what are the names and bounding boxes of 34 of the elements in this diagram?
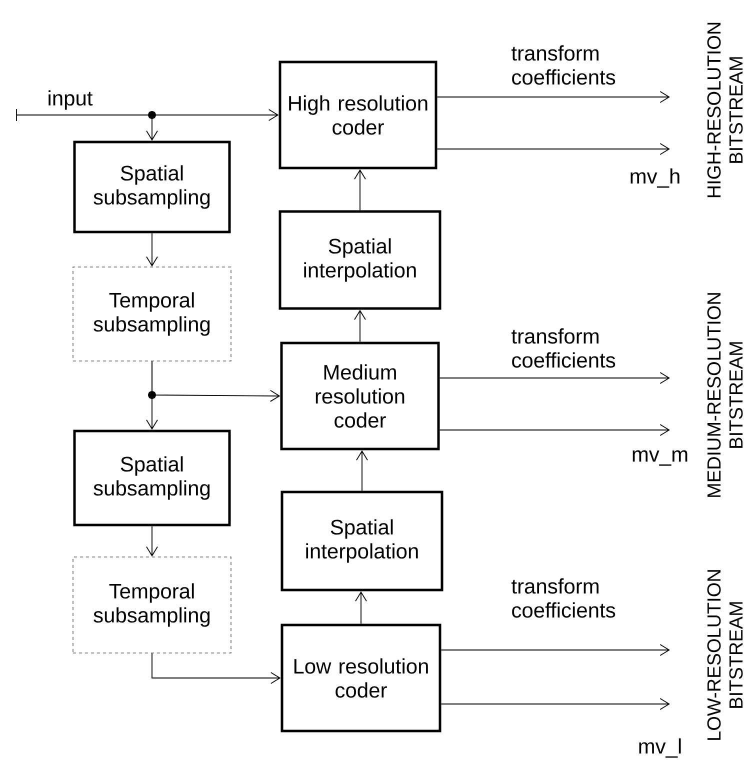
- process-box: Spatial interpolation: [278, 210, 442, 310]
- arrow: [440, 698, 670, 710]
- arrow: [436, 91, 670, 103]
- process-box: Spatial subsampling: [73, 430, 231, 526]
- edge-label: transform coefficients: [512, 45, 616, 85]
- arrow: [354, 169, 366, 211]
- edge-label: mv_h: [630, 168, 680, 188]
- edge-label: mv_l: [639, 738, 681, 758]
- arrow: [354, 310, 366, 342]
- process-box: High resolution coder: [278, 60, 438, 170]
- bitstream-label: MEDIUM-RESOLUTION BITSTREAM: [707, 293, 743, 497]
- arrow: [439, 372, 670, 384]
- arrow: [440, 644, 670, 656]
- process-box: Medium resolution coder: [280, 342, 440, 450]
- edge-label: mv_m: [632, 450, 688, 466]
- arrow: [152, 652, 281, 684]
- bitstream-label: LOW-RESOLUTION BITSTREAM: [707, 570, 743, 740]
- dashed-process-box: Temporal subsampling: [72, 556, 232, 654]
- arrow: [439, 424, 670, 436]
- bitstream-label: HIGH-RESOLUTION BITSTREAM: [707, 22, 743, 198]
- process-box: Low resolution coder: [280, 624, 442, 732]
- arrow: [436, 143, 670, 155]
- dashed-process-box: Temporal subsampling: [72, 266, 232, 362]
- arrow: [146, 526, 158, 557]
- process-box: Spatial interpolation: [280, 490, 444, 592]
- arrow: [355, 591, 367, 624]
- arrow: [146, 360, 158, 430]
- process-box: Spatial subsampling: [73, 140, 231, 234]
- edge-label: transform coefficients: [512, 578, 616, 618]
- arrow: [356, 450, 368, 492]
- arrow: [16, 108, 279, 122]
- arrow: [146, 232, 158, 267]
- edge-label: input: [48, 90, 93, 110]
- edge-label: transform coefficients: [512, 328, 616, 368]
